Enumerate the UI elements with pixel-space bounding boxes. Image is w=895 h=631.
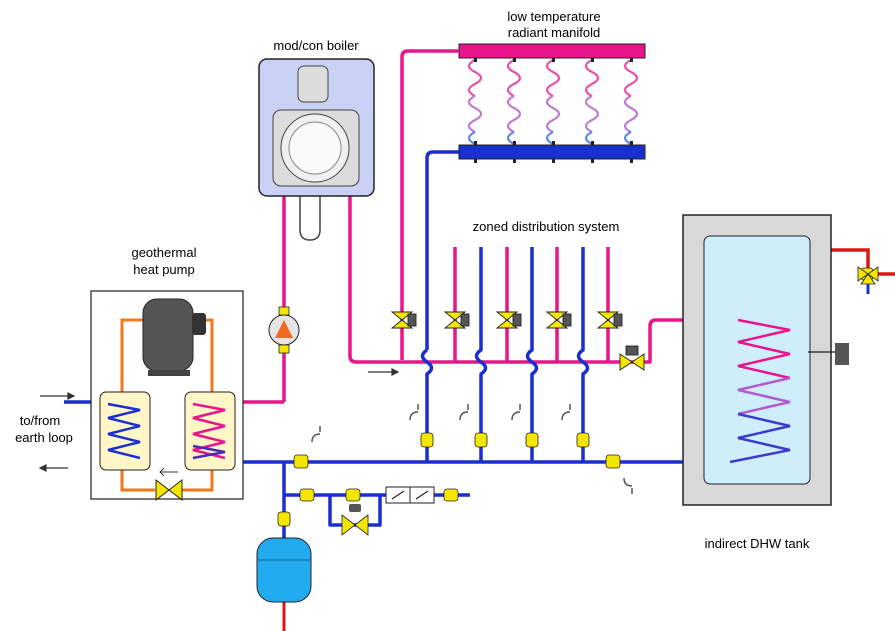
earth-loop-label-line1: to/from xyxy=(20,413,60,428)
radiant-manifold xyxy=(458,43,646,163)
tank-thermostat xyxy=(835,343,849,365)
purge-valve-handles xyxy=(311,404,633,494)
return-manifold-bar xyxy=(458,144,646,160)
dhw-outlet-pipe xyxy=(818,248,895,276)
manifold-label-line2: radiant manifold xyxy=(508,25,601,40)
earth-loop-label-line2: earth loop xyxy=(15,430,73,445)
hot-piping xyxy=(236,49,738,404)
heatpump-label-line2: heat pump xyxy=(133,262,194,277)
supply-manifold-bar xyxy=(458,43,646,59)
circulator-pump xyxy=(268,306,300,354)
indirect-dhw-tank xyxy=(682,214,879,506)
pressure-reducing-valve xyxy=(341,504,369,536)
geothermal-heat-pump xyxy=(90,290,244,502)
manifold-label-line1: low temperature xyxy=(507,9,600,24)
expansion-valve xyxy=(155,478,170,502)
heatpump-label-line1: geothermal xyxy=(131,245,196,260)
mod-con-boiler xyxy=(258,58,375,241)
zoned-distribution-label: zoned distribution system xyxy=(473,219,620,234)
boiler-label: mod/con boiler xyxy=(273,38,359,53)
zone-valves xyxy=(390,311,645,371)
backflow-preventer xyxy=(385,486,435,504)
flow-arrow-icons xyxy=(38,368,400,472)
compressor xyxy=(142,298,194,372)
expansion-tank xyxy=(256,537,312,603)
tank-label: indirect DHW tank xyxy=(705,536,810,551)
